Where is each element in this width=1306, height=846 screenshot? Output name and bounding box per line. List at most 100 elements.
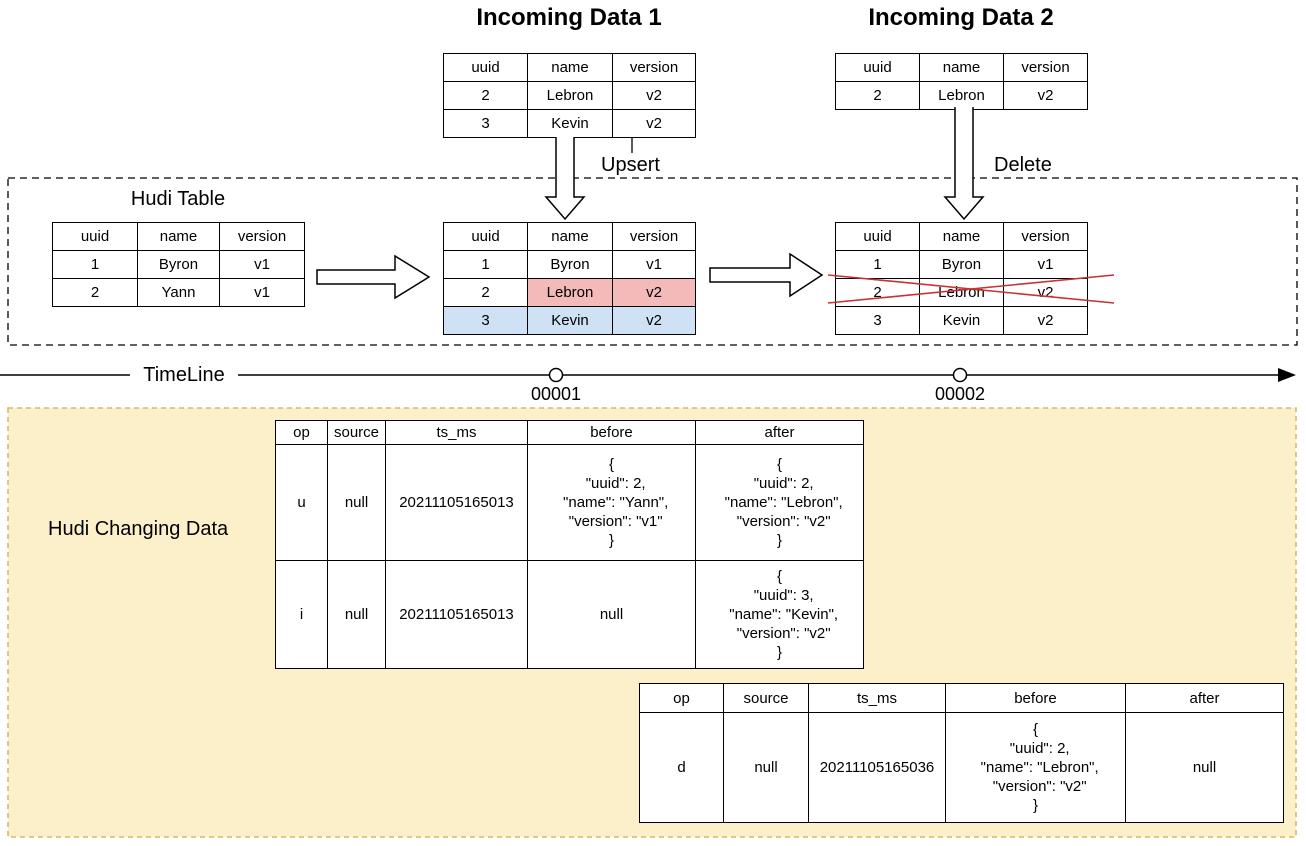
flow-arrow-1 xyxy=(316,254,431,300)
cell: 20211105165013 xyxy=(385,560,528,669)
incoming-data-2-title: Incoming Data 2 xyxy=(868,4,1054,31)
col-header: uuid xyxy=(835,53,920,82)
col-header: name xyxy=(527,53,613,82)
col-header: name xyxy=(919,222,1004,251)
cell: 2 xyxy=(443,278,528,307)
cell: v2 xyxy=(1003,81,1088,110)
col-header: version xyxy=(1003,53,1088,82)
col-header: source xyxy=(327,420,386,445)
changing-data-table-2: op source ts_ms before after d null 2021… xyxy=(639,683,1284,823)
table-header-row: op source ts_ms before after xyxy=(639,683,1284,713)
commit-1-label: 00001 xyxy=(530,384,582,404)
cell: 20211105165036 xyxy=(808,712,946,823)
cell: Yann xyxy=(137,278,220,307)
change-row-update: u null 20211105165013 { "uuid": 2, "name… xyxy=(275,444,864,561)
cell: Kevin xyxy=(919,306,1004,335)
before-json-cell: { "uuid": 2, "name": "Yann", "version": … xyxy=(527,444,696,561)
inserted-cell: 3 xyxy=(443,306,528,335)
before-null-cell: null xyxy=(527,560,696,669)
cell: Kevin xyxy=(527,109,613,138)
cell: Byron xyxy=(919,250,1004,279)
cell: null xyxy=(723,712,809,823)
col-header: before xyxy=(527,420,696,445)
col-header: version xyxy=(612,53,696,82)
cell: v2 xyxy=(1003,306,1088,335)
table-row: 2 Lebron v2 xyxy=(835,81,1088,110)
inserted-cell: v2 xyxy=(612,306,696,335)
timeline-label: TimeLine xyxy=(143,364,225,386)
cell: Byron xyxy=(137,250,220,279)
cell: 2 xyxy=(835,81,920,110)
cell: 3 xyxy=(835,306,920,335)
table-row: 2 Lebron v2 xyxy=(443,81,696,110)
col-header: uuid xyxy=(835,222,920,251)
deleted-row: 2 Lebron v2 xyxy=(835,278,1088,307)
cell: v1 xyxy=(219,250,305,279)
col-header: uuid xyxy=(52,222,138,251)
col-header: version xyxy=(1003,222,1088,251)
upsert-label: Upsert xyxy=(598,153,663,177)
cell: Lebron xyxy=(919,278,1004,307)
cell: 1 xyxy=(52,250,138,279)
commit-marker-2 xyxy=(952,367,968,383)
change-row-insert: i null 20211105165013 null { "uuid": 3, … xyxy=(275,560,864,669)
cell: u xyxy=(275,444,328,561)
col-header: before xyxy=(945,683,1126,713)
delete-label: Delete xyxy=(991,153,1055,177)
cell: Lebron xyxy=(527,81,613,110)
col-header: uuid xyxy=(443,222,528,251)
inserted-row: 3 Kevin v2 xyxy=(443,306,696,335)
flow-arrow-2 xyxy=(709,252,824,298)
table-header-row: uuid name version xyxy=(443,53,696,82)
changing-data-table-1: op source ts_ms before after u null 2021… xyxy=(275,420,864,669)
cell: v1 xyxy=(219,278,305,307)
table-header-row: uuid name version xyxy=(52,222,305,251)
col-header: op xyxy=(639,683,724,713)
col-header: ts_ms xyxy=(808,683,946,713)
table-row: 1 Byron v1 xyxy=(835,250,1088,279)
cell: v1 xyxy=(612,250,696,279)
timeline-arrowhead-icon xyxy=(1278,368,1296,382)
cell: null xyxy=(327,444,386,561)
cell: 2 xyxy=(443,81,528,110)
table-header-row: uuid name version xyxy=(443,222,696,251)
cell: null xyxy=(327,560,386,669)
updated-cell: Lebron xyxy=(527,278,613,307)
col-header: uuid xyxy=(443,53,528,82)
incoming-data-2-table: uuid name version 2 Lebron v2 xyxy=(835,53,1088,110)
cell: 2 xyxy=(52,278,138,307)
cell: 2 xyxy=(835,278,920,307)
table-header-row: uuid name version xyxy=(835,53,1088,82)
hudi-table-title: Hudi Table xyxy=(130,188,226,210)
col-header: op xyxy=(275,420,328,445)
updated-row: 2 Lebron v2 xyxy=(443,278,696,307)
cell: v2 xyxy=(1003,278,1088,307)
commit-marker-1 xyxy=(548,367,564,383)
col-header: after xyxy=(695,420,864,445)
delete-down-arrow xyxy=(943,107,985,221)
incoming-data-1-title: Incoming Data 1 xyxy=(476,4,662,31)
upsert-down-arrow xyxy=(544,137,586,221)
col-header: version xyxy=(612,222,696,251)
before-json-cell: { "uuid": 2, "name": "Lebron", "version"… xyxy=(945,712,1126,823)
hudi-table-before: uuid name version 1 Byron v1 2 Yann v1 xyxy=(52,222,305,307)
after-json-cell: { "uuid": 2, "name": "Lebron", "version"… xyxy=(695,444,864,561)
after-json-cell: { "uuid": 3, "name": "Kevin", "version":… xyxy=(695,560,864,669)
col-header: source xyxy=(723,683,809,713)
cell: i xyxy=(275,560,328,669)
updated-cell: v2 xyxy=(612,278,696,307)
cell: d xyxy=(639,712,724,823)
change-row-delete: d null 20211105165036 { "uuid": 2, "name… xyxy=(639,712,1284,823)
cell: v2 xyxy=(612,81,696,110)
col-header: ts_ms xyxy=(385,420,528,445)
cell: v1 xyxy=(1003,250,1088,279)
col-header: name xyxy=(137,222,220,251)
after-null-cell: null xyxy=(1125,712,1284,823)
cell: 1 xyxy=(835,250,920,279)
hudi-changing-data-title: Hudi Changing Data xyxy=(48,518,229,540)
cell: 1 xyxy=(443,250,528,279)
cell: Byron xyxy=(527,250,613,279)
col-header: name xyxy=(527,222,613,251)
incoming-data-1-table: uuid name version 2 Lebron v2 3 Kevin v2 xyxy=(443,53,696,138)
